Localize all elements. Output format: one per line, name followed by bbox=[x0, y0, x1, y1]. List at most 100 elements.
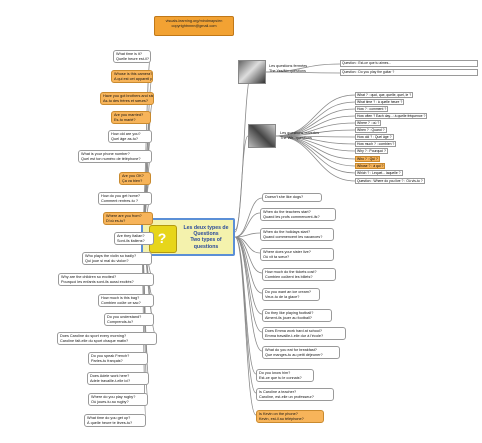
left-question-node[interactable]: Are you OK?Ça va bien? bbox=[119, 172, 151, 186]
left-question-node[interactable]: How much is this bag?Combien coûte ce sa… bbox=[98, 294, 154, 308]
question-french: Quel est ton numéro de téléphone? bbox=[81, 156, 141, 161]
branch-line bbox=[234, 212, 261, 238]
question-french: Que manges-tu au petit déjeuner? bbox=[265, 352, 323, 357]
wh-chip[interactable]: Which ? : Lequel... laquelle ? bbox=[355, 170, 403, 176]
right-question-node[interactable]: Is Caroline a teacher?Caroline, est-elle… bbox=[256, 388, 334, 402]
question-english: How much is this bag? bbox=[101, 296, 140, 300]
wh-chip[interactable]: How ? : comment ? bbox=[355, 106, 389, 112]
header-banner: visuals-learning.org/mindmaps/en copyrig… bbox=[154, 16, 234, 36]
question-french: Où joues-tu au rugby? bbox=[91, 399, 129, 404]
left-question-node[interactable]: Do you speak French?Parles-tu français? bbox=[88, 352, 148, 366]
question-french: Combien coûte ce sac? bbox=[101, 300, 141, 305]
left-question-node[interactable]: Have you got brothers and sisters?As-tu … bbox=[100, 92, 154, 106]
branch-line bbox=[275, 135, 356, 174]
right-question-node[interactable]: When do the teachers start?Quand les pro… bbox=[260, 208, 336, 222]
yesno-example2-text: Question : Do you play the guitar ? bbox=[342, 70, 394, 74]
question-french: Combien coûtent les billets? bbox=[265, 274, 313, 279]
question-english: Do you want an ice cream? bbox=[265, 290, 312, 294]
yesno-label[interactable]: Les questions fermées The Yes/No questio… bbox=[269, 64, 307, 73]
wh-chip[interactable]: How old ? : Quel âge ? bbox=[355, 134, 394, 140]
right-question-node[interactable]: How much do the tickets cost?Combien coû… bbox=[262, 268, 336, 282]
right-question-node[interactable]: When do the holidays start?Quand commenc… bbox=[260, 228, 334, 242]
branch-line bbox=[234, 236, 263, 274]
question-french: D'où es-tu? bbox=[106, 218, 126, 223]
left-question-node[interactable]: What time is it?Quelle heure est-il? bbox=[113, 50, 151, 64]
yesno-example2[interactable] bbox=[340, 69, 478, 76]
left-question-node[interactable]: Does Adele work here?Adele travaille-t-e… bbox=[87, 372, 149, 386]
left-question-node[interactable]: Do you understand?Comprends-tu? bbox=[104, 313, 154, 327]
left-question-node[interactable]: Where are you from?D'où es-tu? bbox=[103, 212, 153, 226]
wh-chip[interactable]: What ? : quoi, que, quelle, quel, le ? bbox=[355, 92, 414, 98]
question-english: Have you got brothers and sisters? bbox=[103, 94, 154, 98]
left-question-node[interactable]: How do you get home?Comment rentres-tu ? bbox=[98, 192, 152, 206]
question-french: Ça va bien? bbox=[122, 178, 143, 183]
yesno-example1-text: Question : Est-ce que tu aimes... bbox=[342, 61, 391, 65]
question-english: Do you understand? bbox=[107, 315, 142, 319]
question-english: Do they like playing football? bbox=[265, 311, 314, 315]
question-french: Adele travaille-t-elle ici? bbox=[90, 378, 131, 383]
yesno-label-line2: The Yes/No questions bbox=[269, 68, 306, 73]
central-title: Les deux types de Questions Two types of… bbox=[178, 225, 234, 250]
question-french: Emma travaille-t-elle dur à l'école? bbox=[265, 333, 324, 338]
wh-chip[interactable]: How much ? : combien ? bbox=[355, 141, 397, 147]
branch-line bbox=[275, 135, 356, 182]
branch-line bbox=[234, 236, 257, 375]
left-question-node[interactable]: Why are the children so excited?Pourquoi… bbox=[58, 273, 154, 287]
question-english: How old are you? bbox=[111, 132, 141, 136]
wh-chip[interactable]: Where ? : où ? bbox=[355, 120, 382, 126]
question-english: What time is it? bbox=[116, 52, 142, 56]
right-question-node[interactable]: Do you know him?Est-ce que tu le connais… bbox=[256, 369, 314, 383]
yesno-example1-prefix: Question : Est-ce que tu aimes... bbox=[342, 61, 392, 65]
left-question-node[interactable]: Are you married?Es-tu marié? bbox=[111, 111, 151, 125]
question-english: Why are the children so excited? bbox=[61, 275, 117, 279]
question-english: Is Caroline a teacher? bbox=[259, 390, 297, 394]
question-french: Kevin, est-il au téléphone? bbox=[259, 416, 304, 421]
question-english: Is Kevin on the phone? bbox=[259, 412, 298, 416]
wh-label[interactable]: Les questions ouvertes The Wh- questions bbox=[280, 131, 319, 140]
left-question-node[interactable]: What is your phone number?Quel est ton n… bbox=[78, 150, 152, 164]
question-french: Parles-tu français? bbox=[91, 358, 123, 363]
question-french: Aiment-ils jouer au football? bbox=[265, 315, 312, 320]
wh-chip[interactable]: When ? : Quand ? bbox=[355, 127, 387, 133]
question-english: What time do you get up? bbox=[87, 416, 131, 420]
right-question-node[interactable]: Where does your sister live?Où vit ta sœ… bbox=[260, 248, 334, 262]
right-question-node[interactable]: Do they like playing football?Aiment-ils… bbox=[262, 309, 332, 323]
wh-chip[interactable]: How often ? Each day...: à quelle fréque… bbox=[355, 113, 428, 119]
left-question-node[interactable]: How old are you?Quel âge as-tu? bbox=[108, 130, 152, 144]
wh-chip[interactable]: What time ? : à quelle heure ? bbox=[355, 99, 405, 105]
wh-chip[interactable]: Why ? : Pourquoi ? bbox=[355, 148, 388, 154]
yesno-example1[interactable] bbox=[340, 60, 478, 67]
left-question-node[interactable]: Whose is this camera?A qui est cet appar… bbox=[111, 70, 153, 84]
question-english: Does Adele work here? bbox=[90, 374, 130, 378]
question-french: Caroline, est-elle un professeur? bbox=[259, 394, 314, 399]
wh-chip[interactable]: Who ? : Qui ? bbox=[355, 156, 380, 162]
question-english: Where are you from? bbox=[106, 214, 142, 218]
right-question-node[interactable]: What do you eat for breakfast?Que manges… bbox=[262, 346, 340, 360]
right-question-node[interactable]: Is Kevin on the phone?Kevin, est-il au t… bbox=[256, 410, 324, 424]
left-question-node[interactable]: What time do you get up?À quelle heure t… bbox=[84, 414, 146, 428]
left-question-node[interactable]: Who plays the violin so badly?Qui joue s… bbox=[82, 252, 152, 266]
question-french: Quelle heure est-il? bbox=[116, 56, 149, 61]
central-topic[interactable]: ? Les deux types de Questions Two types … bbox=[141, 218, 235, 256]
wh-label-line1: Les questions ouvertes bbox=[280, 131, 320, 135]
wh-chip[interactable]: Whose ? : à qui ? bbox=[355, 163, 386, 169]
right-question-node[interactable]: Does Emma work hard at school?Emma trava… bbox=[262, 327, 346, 341]
wh-chip[interactable]: Question : Where do you live ? : Où vis-… bbox=[355, 178, 425, 184]
left-question-node[interactable]: Are they Italian?Sont-ils italiens? bbox=[114, 232, 154, 246]
branch-line bbox=[275, 135, 356, 167]
left-question-node[interactable]: Where do you play rugby?Où joues-tu au r… bbox=[88, 393, 148, 407]
question-french: Quand commencent les vacances? bbox=[263, 234, 323, 239]
question-english: Does Emma work hard at school? bbox=[265, 329, 322, 333]
branch-line bbox=[265, 71, 341, 74]
question-english: When do the holidays start? bbox=[263, 230, 311, 234]
right-question-node[interactable]: Doesn't she like dogs? bbox=[262, 193, 322, 202]
question-english: Where do you play rugby? bbox=[91, 395, 136, 399]
left-question-node[interactable]: Does Caroline do sport every morning?Car… bbox=[57, 332, 157, 346]
question-english: What do you eat for breakfast? bbox=[265, 348, 317, 352]
question-english: Doesn't she like dogs? bbox=[265, 195, 304, 199]
yesno-example2-prefix: Question : Do you play the guitar ? bbox=[342, 70, 395, 74]
question-french: Sont-ils italiens? bbox=[117, 238, 145, 243]
right-question-node[interactable]: Do you want an ice cream?Veux-tu de la g… bbox=[262, 288, 320, 302]
branch-line bbox=[234, 236, 263, 352]
